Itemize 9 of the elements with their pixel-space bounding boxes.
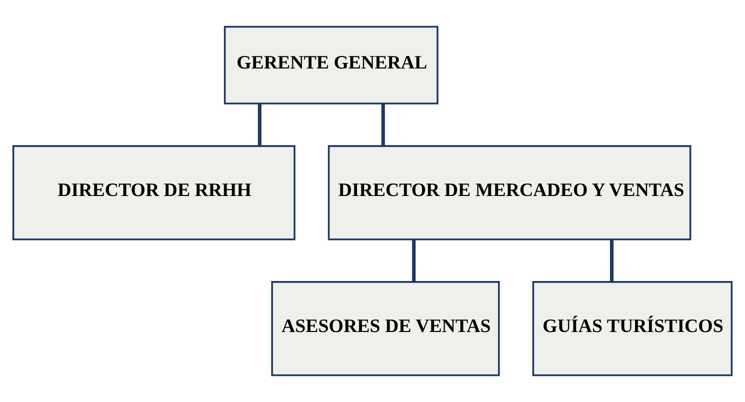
node-box: GERENTE GENERAL (224, 26, 438, 104)
connector (412, 240, 416, 282)
node-box: GUÍAS TURÍSTICOS (532, 281, 733, 376)
node-box: ASESORES DE VENTAS (271, 281, 500, 376)
node-box: DIRECTOR DE RRHH (12, 145, 296, 240)
connector (381, 104, 385, 146)
connector (610, 240, 614, 282)
node-box: DIRECTOR DE MERCADEO Y VENTAS (328, 145, 692, 240)
connector (258, 104, 262, 146)
